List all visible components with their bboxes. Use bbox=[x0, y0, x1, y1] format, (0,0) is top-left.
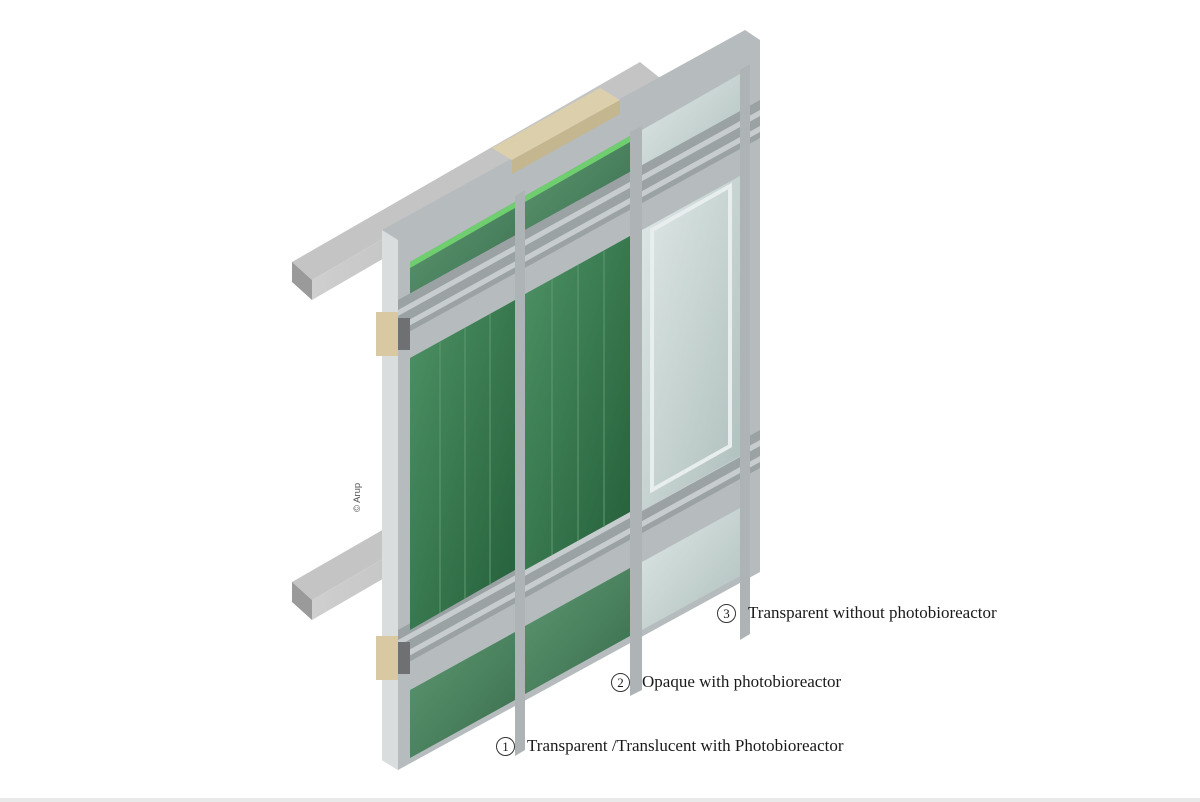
vertical-mullions bbox=[515, 64, 750, 756]
slab-bracket-lower bbox=[376, 636, 410, 680]
legend-item-3: 3 Transparent without photobioreactor bbox=[717, 603, 997, 623]
legend-label-1: Transparent /Translucent with Photobiore… bbox=[527, 736, 844, 755]
panel-bottom-middle-photobioreactor bbox=[525, 568, 630, 694]
panel-bottom-right-clear bbox=[642, 508, 740, 630]
credit-label: © Arup bbox=[352, 482, 363, 512]
legend-number-1: 1 bbox=[496, 736, 515, 756]
legend-item-1: 1 Transparent /Translucent with Photobio… bbox=[496, 736, 844, 756]
mullion-band-upper bbox=[398, 100, 760, 338]
panel-middle-center-photobioreactor bbox=[525, 236, 630, 570]
legend-number-2: 2 bbox=[611, 672, 630, 692]
bottom-divider bbox=[0, 798, 1200, 802]
insulation-cap bbox=[492, 88, 620, 174]
panel-middle-left-photobioreactor bbox=[410, 300, 515, 630]
legend-label-3: Transparent without photobioreactor bbox=[748, 603, 997, 622]
panel-bottom-left-photobioreactor bbox=[410, 632, 515, 758]
panel-middle-right-clear bbox=[642, 176, 740, 510]
legend-item-2: 2 Opaque with photobioreactor bbox=[611, 672, 841, 692]
legend-number-3: 3 bbox=[717, 603, 736, 623]
legend-label-2: Opaque with photobioreactor bbox=[642, 672, 842, 691]
slab-bracket-upper bbox=[376, 312, 410, 356]
